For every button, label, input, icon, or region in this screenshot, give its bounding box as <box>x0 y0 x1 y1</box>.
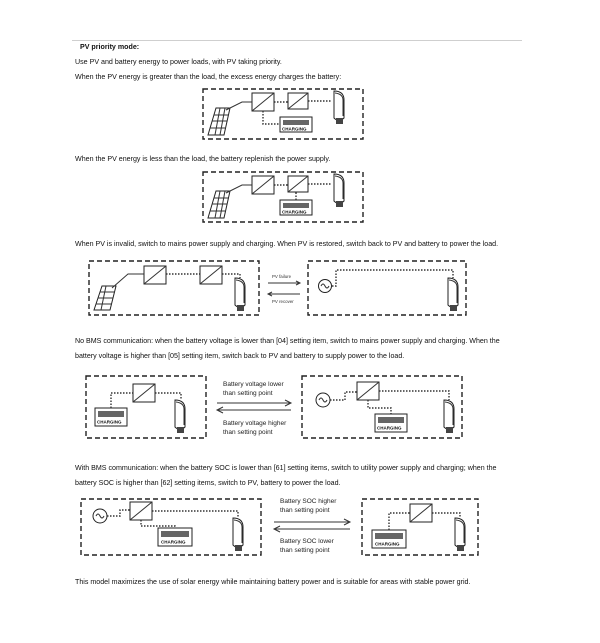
charging-label: CHARGING <box>375 542 400 547</box>
lightbulb-icon <box>333 90 345 124</box>
ac-source-icon <box>92 508 108 524</box>
inverter-icon <box>251 92 275 112</box>
top-rule <box>72 40 522 41</box>
battery-lower-line2: than setting point <box>223 390 273 397</box>
diagram-pv-failure-switch: PV failure PV recover <box>88 260 467 316</box>
inverter-icon <box>356 381 380 401</box>
ac-source-icon <box>318 279 332 293</box>
soc-higher-line2: than setting point <box>280 507 330 514</box>
paragraph-2: When the PV energy is greater than the l… <box>75 73 342 81</box>
lightbulb-icon <box>333 173 345 207</box>
battery-higher-line2: than setting point <box>223 429 273 436</box>
battery-icon: CHARGING <box>94 407 128 427</box>
battery-icon: CHARGING <box>374 413 408 433</box>
inverter-icon <box>409 503 433 523</box>
soc-higher-line1: Battery SOC higher <box>280 498 337 505</box>
section-heading: PV priority mode: <box>80 43 140 51</box>
pv-failure-label: PV failure <box>272 274 292 279</box>
ac-source-icon <box>315 392 331 408</box>
paragraph-1: Use PV and battery energy to power loads… <box>75 58 282 66</box>
paragraph-3: When the PV energy is less than the load… <box>75 155 331 163</box>
charging-label: CHARGING <box>161 540 186 545</box>
battery-icon: CHARGING <box>279 116 313 133</box>
soc-lower-line2: than setting point <box>280 547 330 554</box>
soc-lower-line1: Battery SOC lower <box>280 538 335 545</box>
lightbulb-icon <box>443 399 455 433</box>
pv-recover-label: PV recover <box>272 299 294 304</box>
battery-lower-line1: Battery voltage lower <box>223 381 285 388</box>
charging-label: CHARGING <box>282 127 307 132</box>
inverter-icon <box>251 175 275 195</box>
lightbulb-icon <box>234 277 246 311</box>
solar-panel-icon <box>93 285 117 311</box>
lightbulb-icon <box>232 517 244 551</box>
diagram-no-bms-battery-voltage: CHARGING Battery voltage lower than sett… <box>85 375 463 439</box>
inverter-icon <box>287 175 309 193</box>
inverter-icon <box>132 383 156 403</box>
lightbulb-icon <box>174 399 186 433</box>
solar-panel-icon <box>207 190 231 219</box>
charging-label: CHARGING <box>282 210 307 215</box>
paragraph-5b: battery voltage is higher than [05] sett… <box>75 352 405 360</box>
battery-icon: CHARGING <box>371 529 407 549</box>
diagram-pv-less-than-load: CHARGING <box>202 171 364 223</box>
paragraph-6a: With BMS communication: when the battery… <box>75 464 497 472</box>
inverter-icon <box>199 265 223 285</box>
paragraph-6b: battery SOC is higher than [62] setting … <box>75 479 341 487</box>
lightbulb-icon <box>447 277 459 311</box>
inverter-icon <box>143 265 167 285</box>
paragraph-4: When PV is invalid, switch to mains powe… <box>75 240 499 248</box>
paragraph-5a: No BMS communication: when the battery v… <box>75 337 500 345</box>
diagram-bms-battery-soc: CHARGING Battery SOC higher than setting… <box>80 498 479 556</box>
lightbulb-icon <box>454 517 466 551</box>
battery-icon: CHARGING <box>279 199 313 216</box>
charging-label: CHARGING <box>377 426 402 431</box>
battery-icon: CHARGING <box>157 527 193 547</box>
diagram-pv-greater-than-load: CHARGING <box>202 88 364 140</box>
solar-panel-icon <box>207 107 231 136</box>
paragraph-7: This model maximizes the use of solar en… <box>75 578 471 586</box>
inverter-icon <box>129 501 153 521</box>
charging-label: CHARGING <box>97 420 122 425</box>
inverter-icon <box>287 92 309 110</box>
battery-higher-line1: Battery voltage higher <box>223 420 287 427</box>
